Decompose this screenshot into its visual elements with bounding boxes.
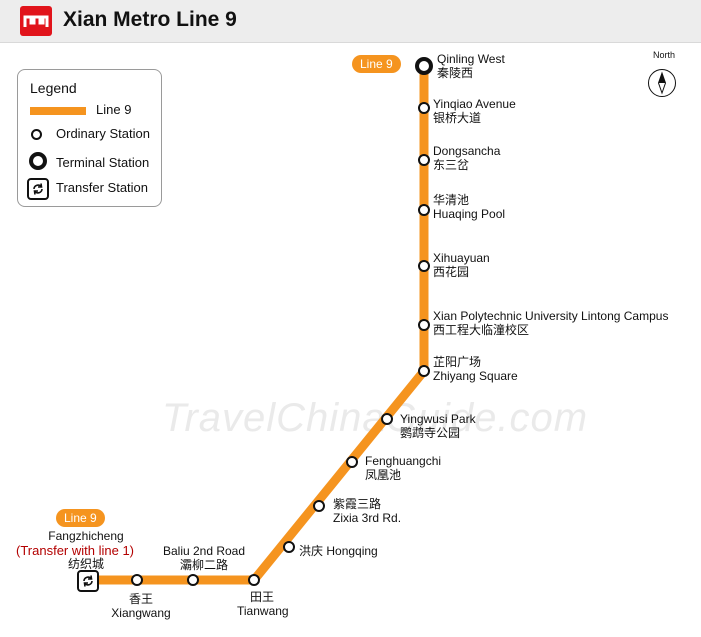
station-marker-fenghuangchi bbox=[346, 456, 358, 468]
header-bar: Xian Metro Line 9 bbox=[0, 0, 701, 43]
station-label-fangzhicheng-zh: 纺织城 bbox=[67, 557, 104, 571]
station-marker-zixia-3rd-rd bbox=[313, 500, 325, 512]
transfer-station-icon bbox=[27, 178, 49, 200]
line-9-route bbox=[86, 66, 429, 585]
station-marker-hongqing bbox=[283, 541, 295, 553]
transfer-station-marker bbox=[77, 570, 99, 592]
line-9-badge-bottom: Line 9 bbox=[56, 509, 105, 527]
legend-label-terminal: Terminal Station bbox=[56, 155, 150, 170]
line-swatch bbox=[30, 107, 86, 115]
legend-title: Legend bbox=[30, 80, 77, 96]
station-label-hongqing: 洪庆 Hongqing bbox=[299, 544, 378, 558]
station-marker-polytechnic bbox=[418, 319, 430, 331]
transfer-note: (Transfer with line 1) bbox=[16, 543, 134, 558]
station-marker-zhiyang-square bbox=[418, 365, 430, 377]
terminal-station-icon bbox=[29, 152, 47, 170]
station-label-polytechnic: Xian Polytechnic University Lintong Camp… bbox=[433, 309, 669, 337]
station-marker-huaqing-pool bbox=[418, 204, 430, 216]
line-9-badge-top: Line 9 bbox=[352, 55, 401, 73]
page-title: Xian Metro Line 9 bbox=[63, 8, 237, 31]
station-marker-xihuayuan bbox=[418, 260, 430, 272]
legend-label-transfer: Transfer Station bbox=[56, 180, 149, 195]
legend-panel: Legend Line 9 Ordinary Station Terminal … bbox=[17, 69, 162, 207]
station-marker-qinling-west bbox=[415, 57, 433, 75]
station-marker-xiangwang bbox=[131, 574, 143, 586]
station-marker-baliu-2nd-road bbox=[187, 574, 199, 586]
station-marker-dongsancha bbox=[418, 154, 430, 166]
metro-logo-icon bbox=[20, 6, 52, 36]
ordinary-station-icon bbox=[31, 129, 42, 140]
compass-label: North bbox=[652, 50, 675, 60]
station-label-fangzhicheng-en: Fangzhicheng bbox=[48, 529, 124, 543]
legend-label-line: Line 9 bbox=[96, 102, 132, 117]
station-marker-yingwusi-park bbox=[381, 413, 393, 425]
station-marker-tianwang bbox=[248, 574, 260, 586]
north-arrow-icon bbox=[648, 69, 676, 97]
station-marker-yinqiao-avenue bbox=[418, 102, 430, 114]
legend-label-ordinary: Ordinary Station bbox=[56, 126, 150, 141]
